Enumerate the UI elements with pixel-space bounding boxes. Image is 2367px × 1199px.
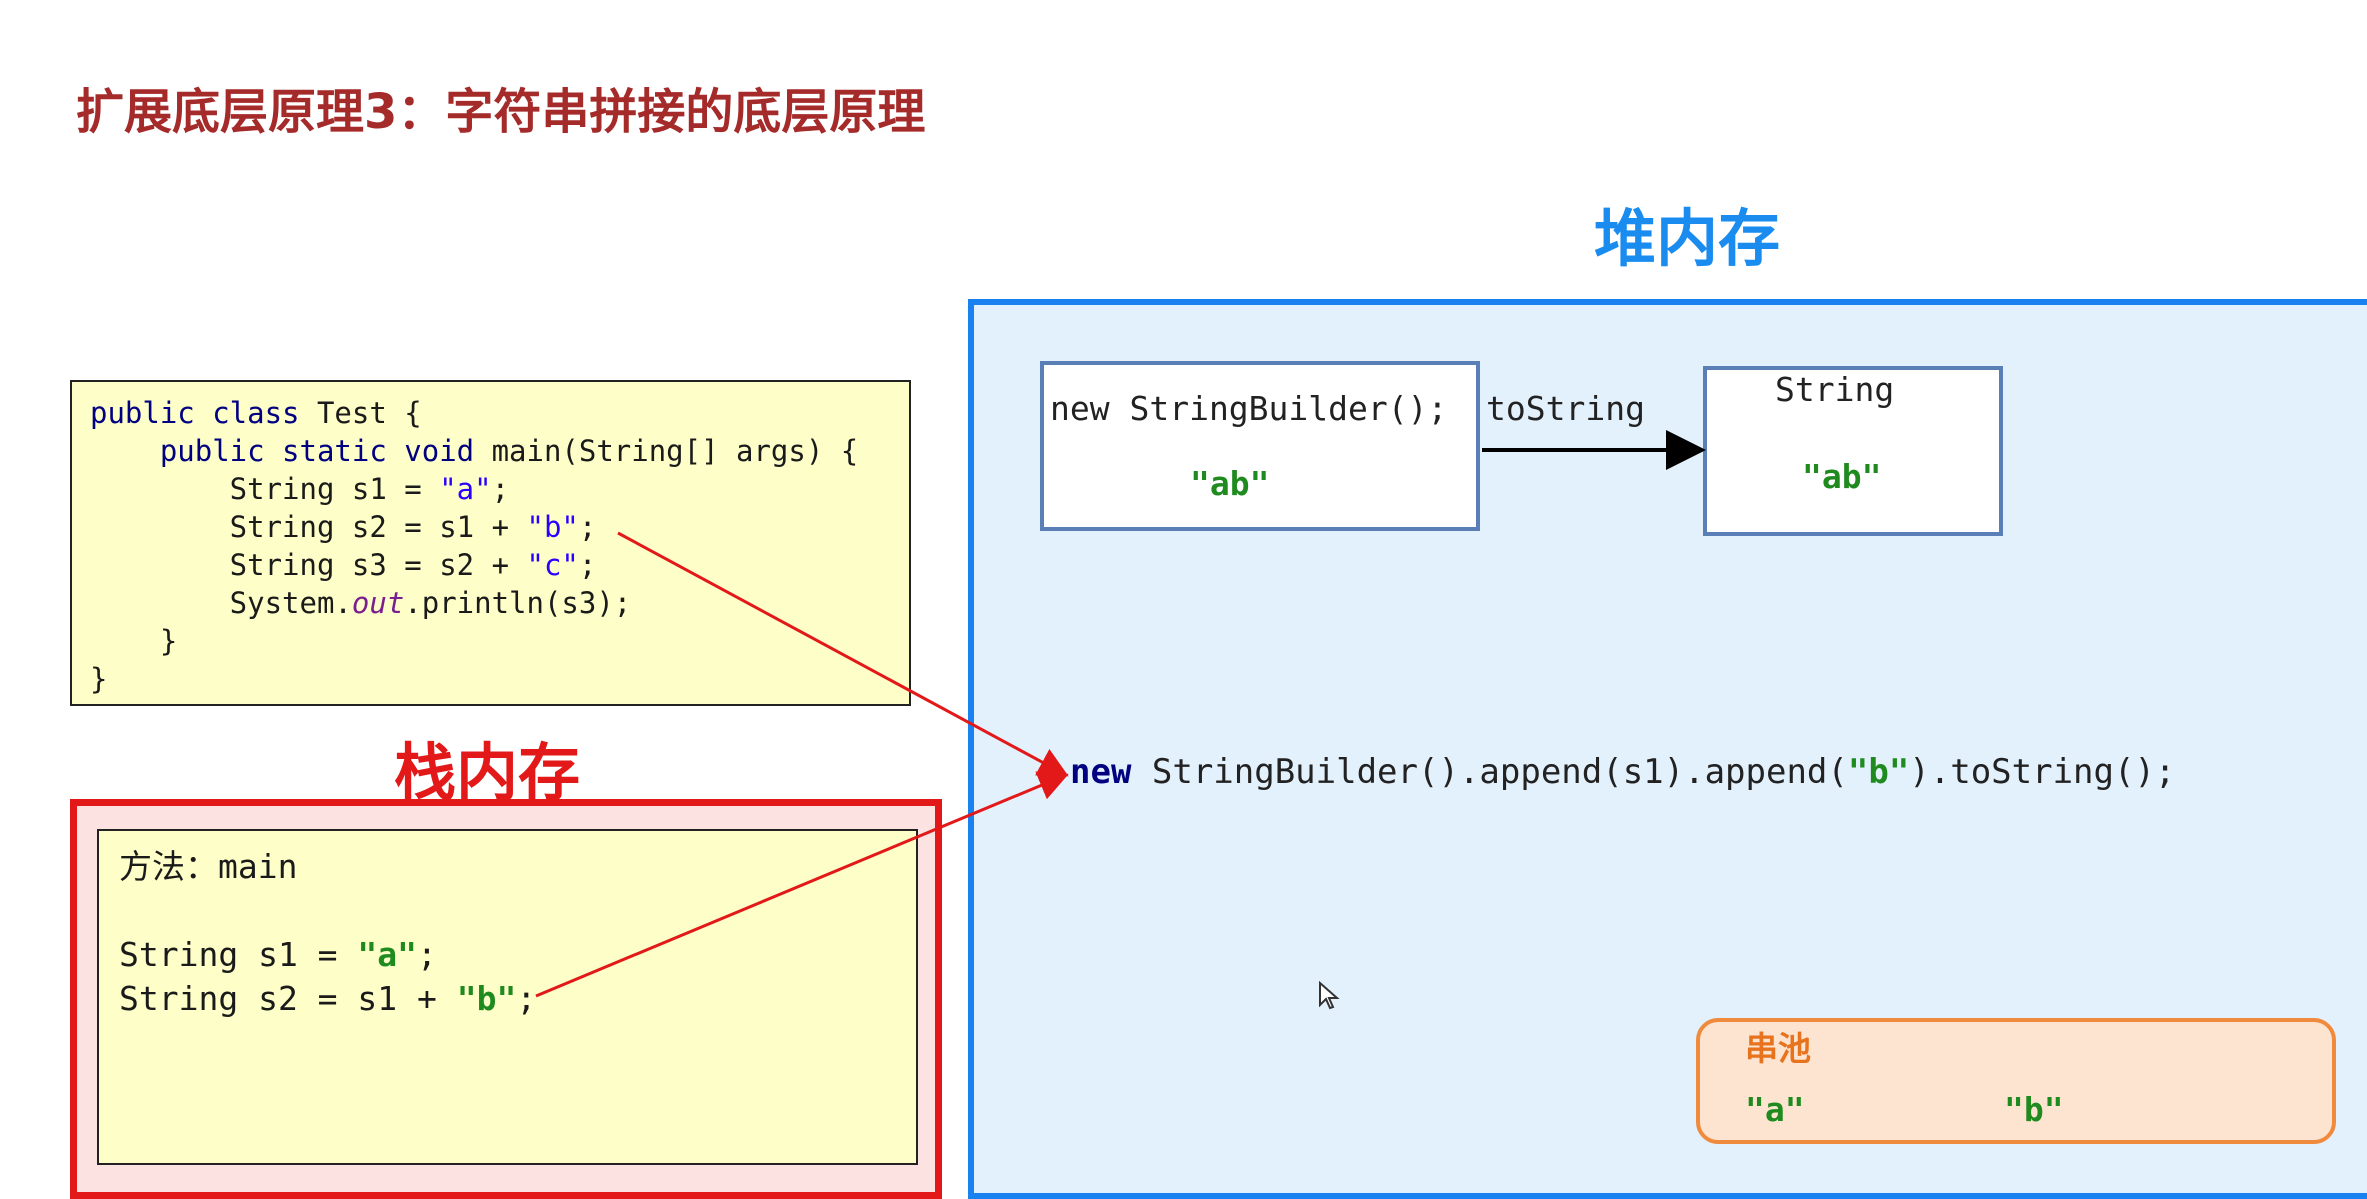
frame-method-label: 方法：main [119,847,298,886]
code-line1-rest: Test { [299,396,422,430]
code-line6-pre: System. [90,586,352,620]
code-line8: } [90,662,108,696]
code-line5-post: ; [578,548,597,582]
code-line1-keyword: public class [90,396,300,430]
string-pool-box [1696,1018,2336,1144]
heap-memory-label: 堆内存 [1594,202,1781,275]
string-type-label: String [1775,370,1895,409]
code-line5-string: "c" [526,548,579,582]
code-line4-post: ; [578,510,597,544]
concat-expression: new StringBuilder().append(s1).append("b… [1070,752,2175,792]
main-method-frame: 方法：main String s1 = "a"; String s2 = s1 … [97,829,918,1165]
expr-part2: ).toString(); [1909,752,2176,792]
frame-s1-post: ; [417,935,437,974]
frame-s2-string: "b" [456,979,517,1018]
tostring-label: toString [1486,389,1645,428]
frame-s2-post: ; [516,979,537,1018]
pool-value-a: "a" [1745,1090,1805,1129]
code-line3-post: ; [491,472,510,506]
frame-s1-pre: String s1 = [119,935,358,974]
mouse-cursor-icon [1319,981,1340,1010]
frame-s1-string: "a" [357,935,418,974]
string-pool-label: 串池 [1745,1029,1811,1068]
code-line4-string: "b" [526,510,579,544]
pool-value-b: "b" [2004,1090,2064,1129]
string-object-box [1703,366,2003,536]
code-line2-rest: main(String[] args) { [474,434,859,468]
code-line4-pre: String s2 = s1 + [90,510,527,544]
expr-new-keyword: new [1070,752,1132,792]
code-line3-string: "a" [439,472,492,506]
code-line3-pre: String s1 = [90,472,440,506]
stringbuilder-value: "ab" [1190,464,1270,503]
stringbuilder-code: new StringBuilder(); [1050,389,1448,428]
code-line6-post: .println(s3); [404,586,632,620]
code-block: public class Test { public static void m… [70,380,911,706]
expr-string-b: "b" [1847,752,1910,792]
string-object-value: "ab" [1802,457,1882,496]
frame-s2-pre: String s2 = s1 + [119,979,457,1018]
code-line5-pre: String s3 = s2 + [90,548,527,582]
expr-part1: StringBuilder().append(s1).append( [1131,752,1848,792]
page-title: 扩展底层原理3：字符串拼接的底层原理 [76,84,926,140]
code-line7: } [90,624,178,658]
code-line6-out: out [351,586,405,620]
stringbuilder-box [1040,361,1480,531]
code-line2-keyword: public static void [90,434,475,468]
